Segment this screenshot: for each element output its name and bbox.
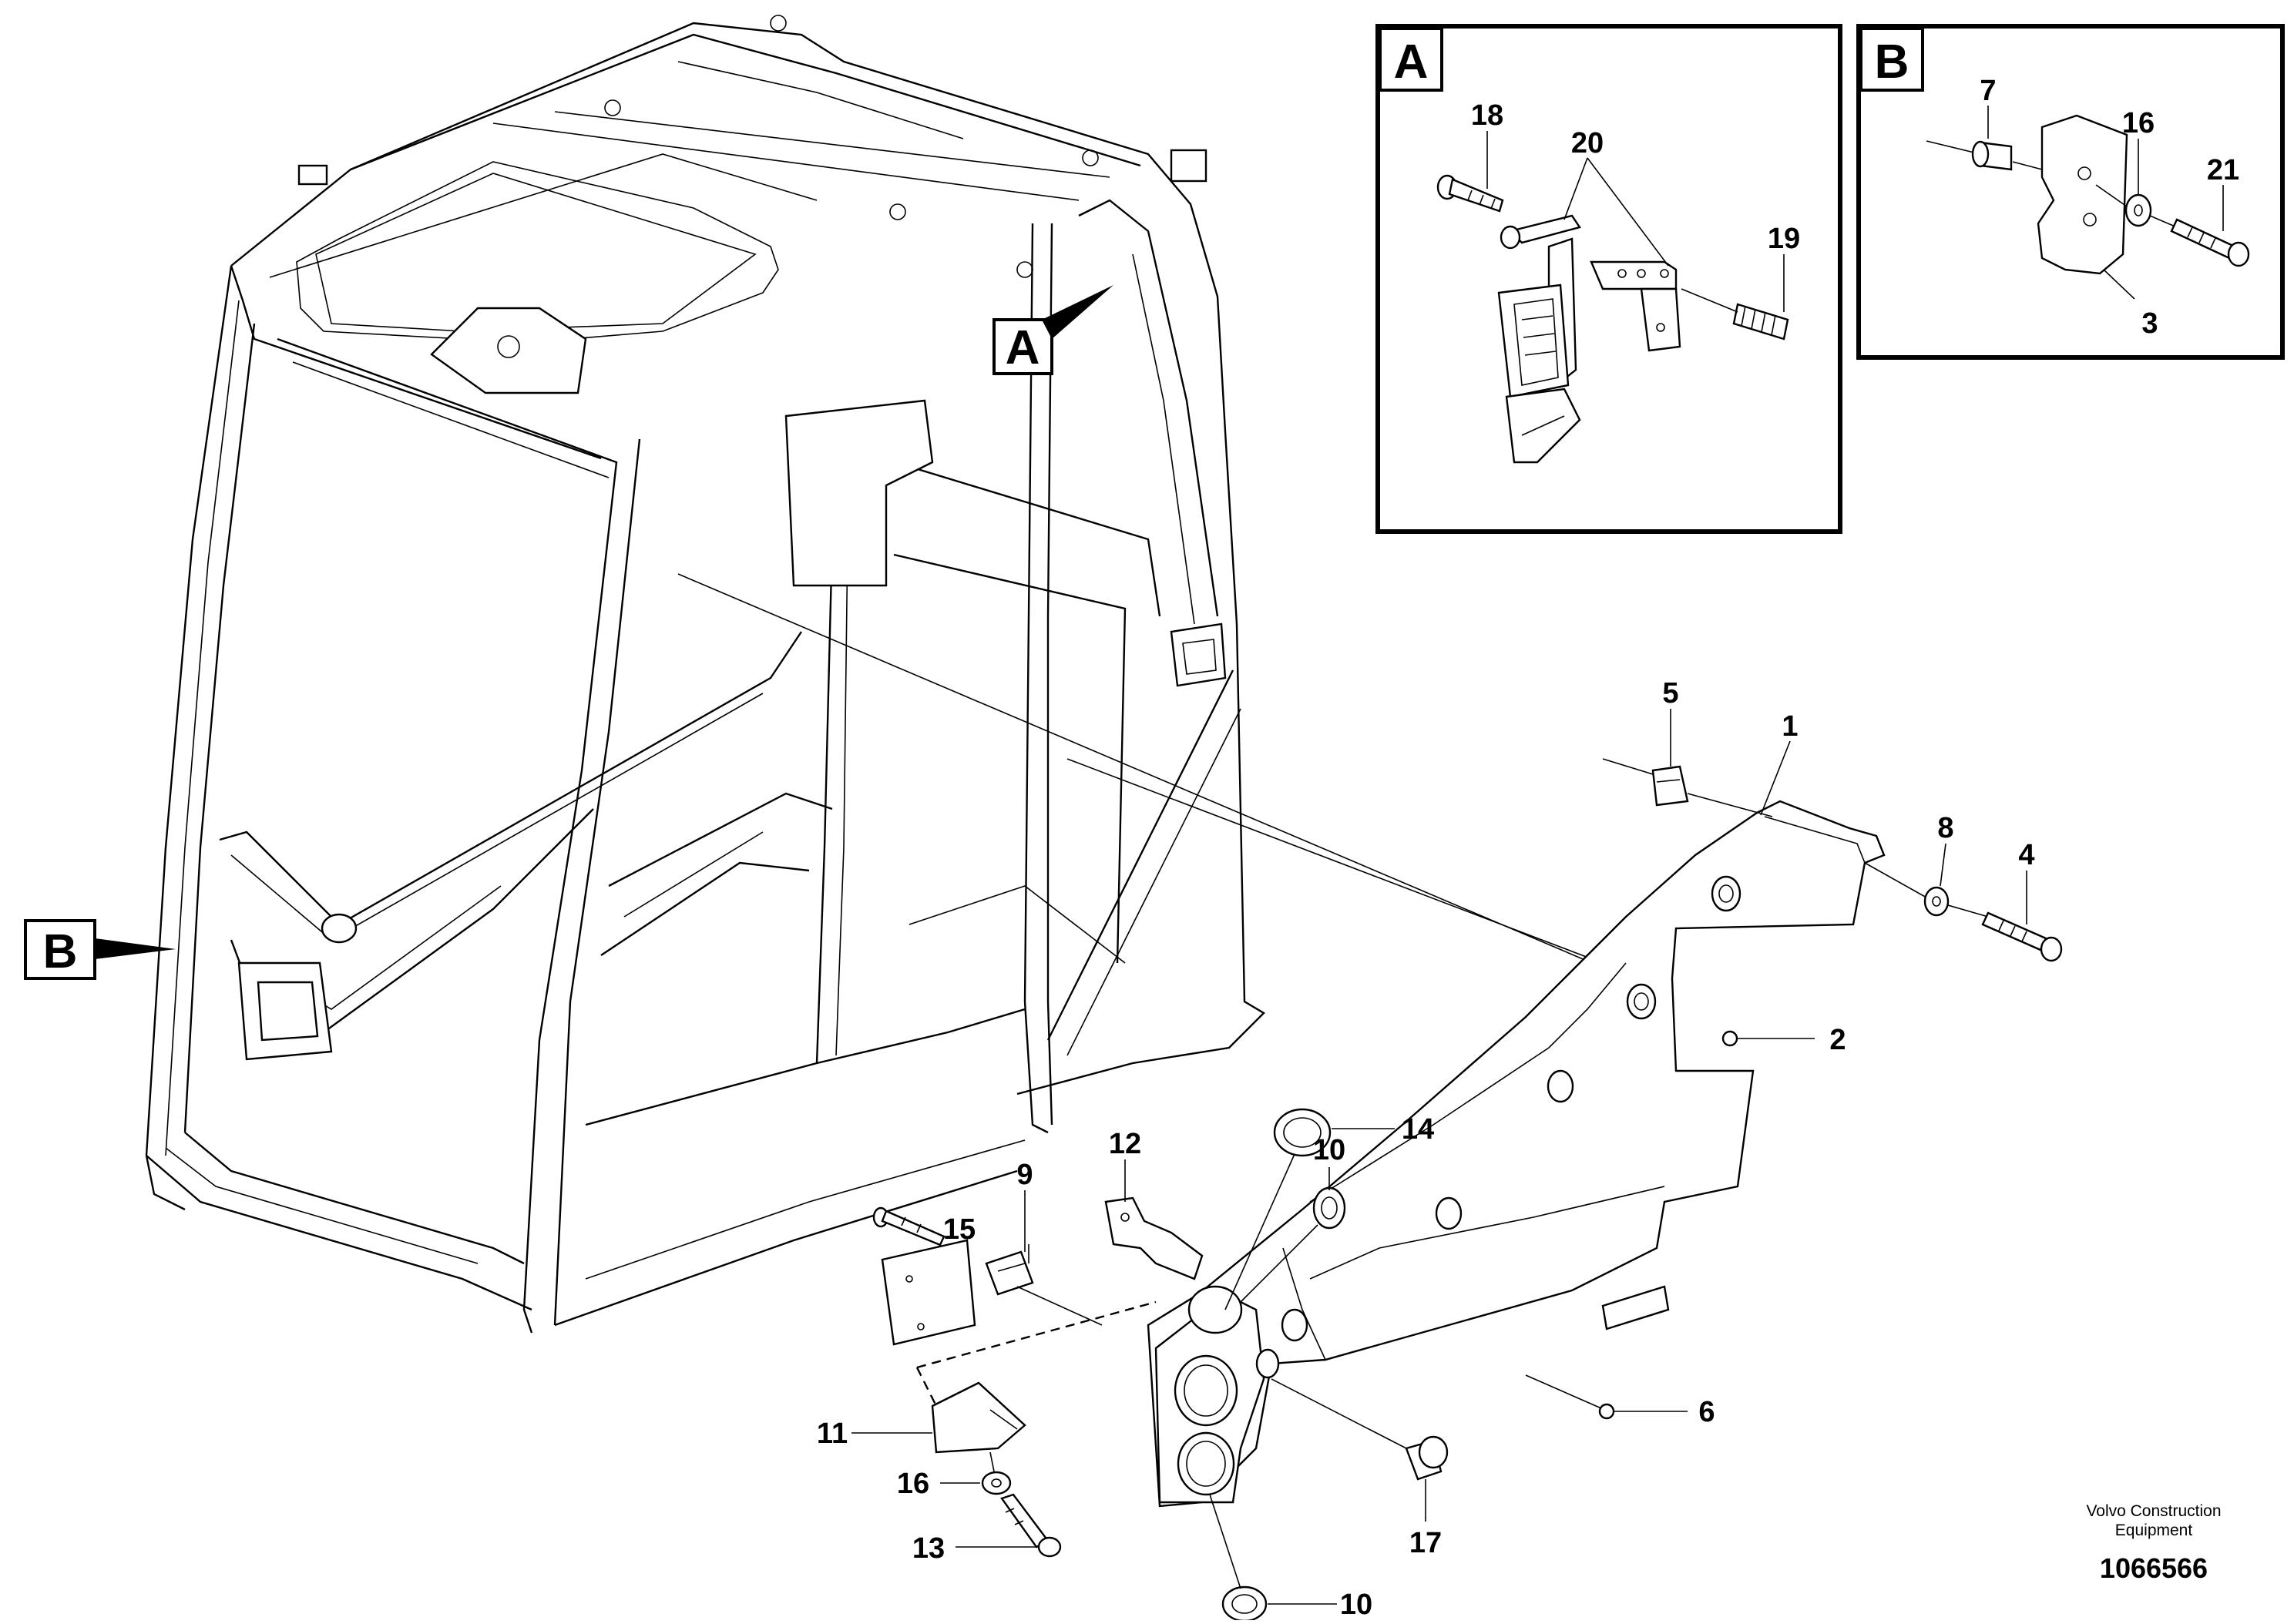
- label-3: 3: [2141, 307, 2158, 340]
- clip-5: [1602, 758, 1773, 817]
- label-2: 2: [1829, 1024, 1846, 1056]
- cover-plate-15: [881, 1239, 976, 1346]
- label-1: 1: [1782, 710, 1798, 743]
- label-20: 20: [1571, 127, 1604, 159]
- screw-15: [872, 1206, 945, 1247]
- plug-2: [1721, 1030, 1815, 1047]
- label-19: 19: [1768, 223, 1800, 255]
- label-18: 18: [1471, 99, 1503, 132]
- grommet-10-top: [1240, 1167, 1346, 1303]
- cap-17: [1271, 1378, 1449, 1522]
- part-leaders: [851, 709, 2027, 1548]
- label-9: 9: [1016, 1159, 1033, 1191]
- label-4: 4: [2018, 839, 2034, 871]
- washer-16: [2124, 193, 2152, 227]
- brand-line-2: Equipment: [2115, 1522, 2193, 1539]
- label-21: 21: [2207, 154, 2239, 186]
- bolt-13: [1000, 1493, 1062, 1558]
- bolt-21: [2170, 218, 2250, 267]
- label-8: 8: [1937, 812, 1953, 844]
- console-panel-1: [1147, 800, 1886, 1508]
- bracket-20: [1590, 260, 1681, 352]
- grommet-10-bottom: [1209, 1494, 1337, 1622]
- label-10-top: 10: [1313, 1134, 1345, 1166]
- detail-b-tag: B: [1875, 35, 1909, 89]
- label-16: 16: [897, 1468, 929, 1500]
- label-7: 7: [1980, 75, 1996, 107]
- plate-3: [2037, 114, 2128, 275]
- bracket-12: [1104, 1159, 1204, 1280]
- bolt-4: [1981, 911, 2063, 962]
- bolt-18: [1436, 174, 1504, 213]
- bushing-7: [1971, 140, 2013, 171]
- detail-a-box: A: [1375, 24, 1842, 534]
- label-17: 17: [1409, 1527, 1442, 1559]
- callout-b-label: B: [43, 925, 78, 978]
- label-16-detail: 16: [2122, 107, 2155, 139]
- callout-a-label: A: [1006, 321, 1040, 374]
- label-10-bottom: 10: [1340, 1589, 1372, 1620]
- latch-20: [1497, 214, 1581, 464]
- ring-14: [1224, 1108, 1395, 1310]
- clip-9: [985, 1244, 1103, 1326]
- plug-6: [1525, 1374, 1688, 1420]
- cover-11: [915, 1300, 1157, 1454]
- washer-16-main: [981, 1451, 1012, 1495]
- footer: Volvo Construction Equipment 1066566: [2086, 1502, 2221, 1584]
- washer-8: [1923, 886, 1950, 917]
- reference-line-lower: [1066, 758, 1654, 983]
- document-number: 1066566: [2100, 1552, 2208, 1584]
- callout-b: B: [24, 919, 176, 980]
- label-14: 14: [1402, 1113, 1434, 1146]
- label-15: 15: [943, 1213, 976, 1246]
- detail-b-box: B: [1856, 24, 2285, 360]
- detail-a-tag: A: [1394, 35, 1429, 89]
- label-11: 11: [817, 1418, 848, 1450]
- label-5: 5: [1662, 677, 1678, 710]
- label-6: 6: [1698, 1396, 1715, 1428]
- brand-line-1: Volvo Construction: [2086, 1502, 2221, 1520]
- part-labels: 1 2 4 5 6 8 9 10 10 11 12 13 14 15 16 17: [817, 677, 2035, 1621]
- callout-a: A: [992, 285, 1113, 375]
- label-13: 13: [912, 1532, 945, 1565]
- cab-frame: [145, 15, 1265, 1334]
- label-12: 12: [1109, 1128, 1141, 1160]
- spring-19: [1732, 303, 1789, 341]
